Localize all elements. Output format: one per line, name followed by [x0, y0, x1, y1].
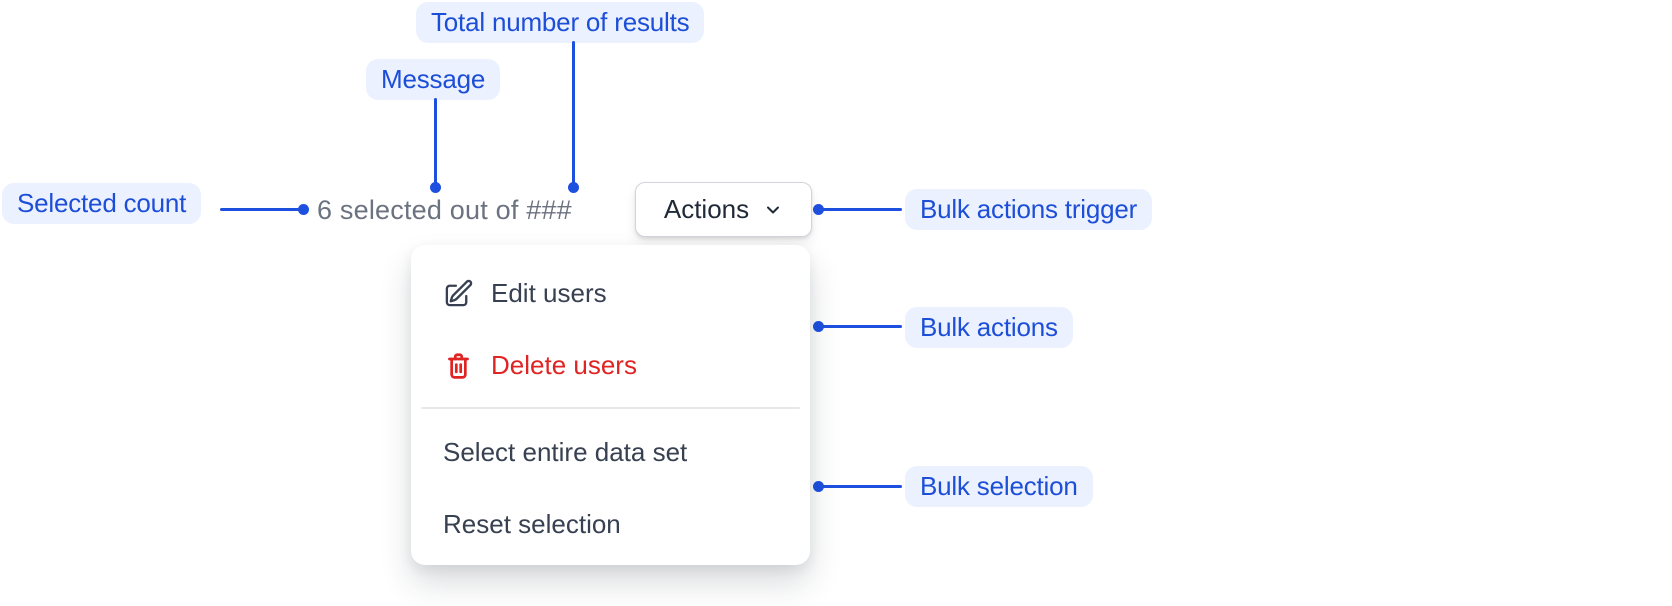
- menu-item-delete-users[interactable]: Delete users: [411, 329, 810, 401]
- connector-line-trigger: [820, 208, 902, 211]
- menu-divider: [421, 407, 800, 409]
- connector-line-total-results: [572, 41, 575, 188]
- annotation-selected-count: Selected count: [2, 183, 202, 224]
- menu-item-edit-users[interactable]: Edit users: [411, 257, 810, 329]
- chevron-down-icon: [763, 200, 783, 220]
- connector-dot-selected-count: [298, 204, 309, 215]
- annotation-bulk-actions: Bulk actions: [905, 307, 1073, 348]
- edit-icon: [443, 278, 474, 309]
- annotation-bulk-actions-trigger: Bulk actions trigger: [905, 189, 1153, 230]
- connector-line-bulk-selection: [820, 485, 902, 488]
- connector-dot-total-results: [568, 182, 579, 193]
- connector-dot-bulk-actions: [813, 321, 824, 332]
- actions-button-label: Actions: [663, 194, 750, 224]
- connector-dot-trigger: [813, 204, 824, 215]
- connector-dot-bulk-selection: [813, 481, 824, 492]
- menu-item-label: Select entire data set: [443, 436, 688, 467]
- menu-item-label: Edit users: [491, 277, 607, 308]
- annotation-message: Message: [366, 59, 501, 100]
- menu-item-label: Reset selection: [443, 508, 621, 539]
- trash-icon: [443, 350, 474, 381]
- connector-line-bulk-actions: [820, 325, 902, 328]
- annotation-bulk-selection: Bulk selection: [905, 466, 1093, 507]
- connector-line-message: [434, 98, 437, 188]
- bulk-actions-trigger-button[interactable]: Actions: [635, 182, 812, 237]
- annotation-total-results: Total number of results: [416, 2, 705, 43]
- menu-item-reset-selection[interactable]: Reset selection: [411, 488, 810, 560]
- connector-dot-message: [430, 182, 441, 193]
- menu-item-select-entire-data-set[interactable]: Select entire data set: [411, 416, 810, 488]
- connector-line-selected-count: [220, 208, 303, 211]
- selection-message: 6 selected out of ###: [317, 195, 572, 225]
- menu-item-label: Delete users: [491, 349, 637, 380]
- bulk-actions-menu: Edit users Delete users Select entire da…: [411, 245, 810, 565]
